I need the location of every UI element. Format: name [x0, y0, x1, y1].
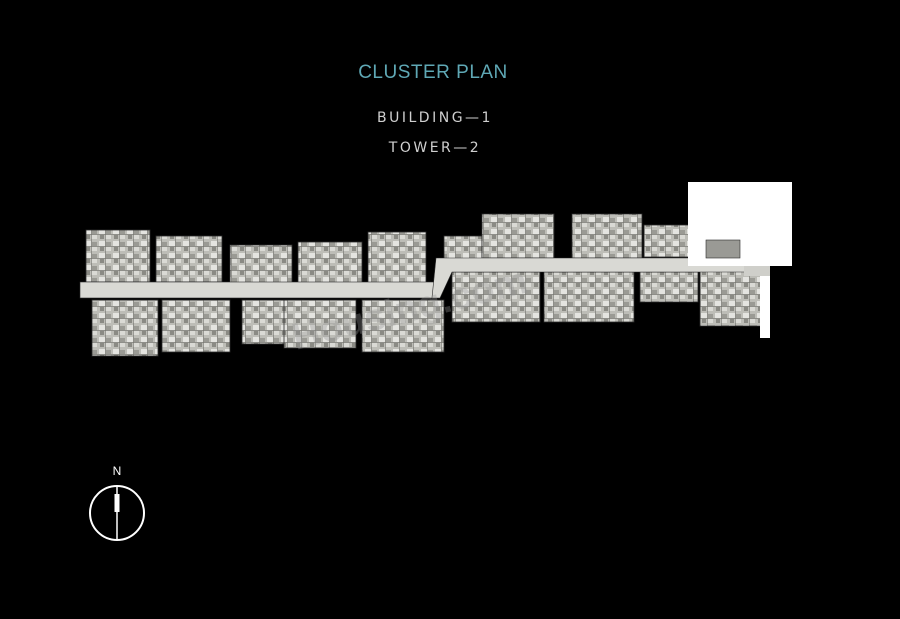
building-label: BUILDING—1: [377, 110, 493, 126]
core-block: [688, 182, 792, 338]
upper-east-units: [481, 213, 699, 259]
north-label: N: [112, 464, 122, 478]
north-compass-icon: [89, 485, 145, 541]
lower-west-units: [91, 299, 445, 357]
tower-label: TOWER—2: [388, 140, 482, 156]
lower-east-units: [451, 269, 769, 327]
cluster-plan-title: CLUSTER PLAN: [358, 62, 508, 83]
upper-west-units: [85, 229, 483, 286]
